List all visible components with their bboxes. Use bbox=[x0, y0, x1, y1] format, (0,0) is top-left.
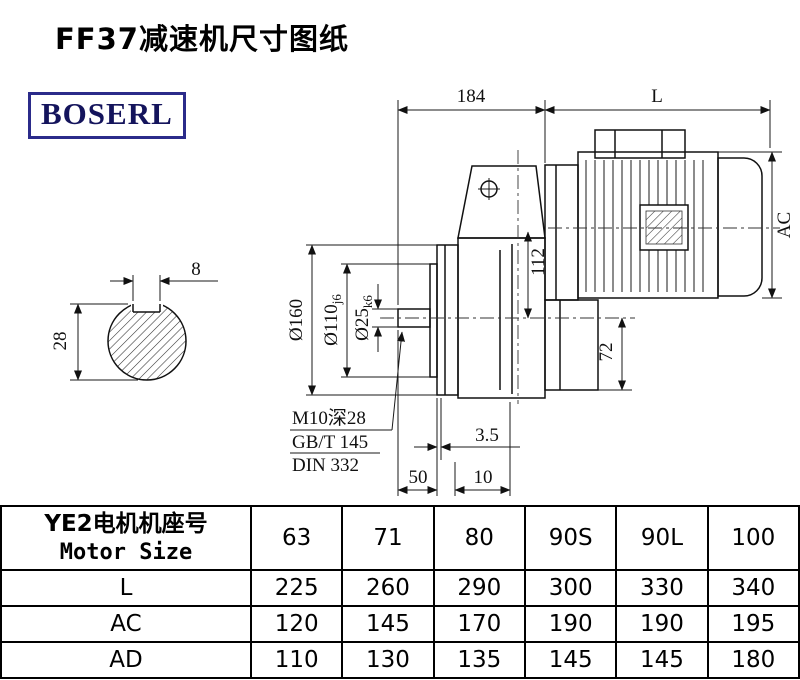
ac-value-1: 145 bbox=[341, 605, 435, 643]
height-dimension-lines bbox=[524, 151, 782, 391]
gearbox bbox=[457, 150, 599, 404]
row-label-ad: AD bbox=[0, 641, 252, 679]
motor-size-label-zh: YE2电机机座号 bbox=[44, 510, 208, 537]
ad-value-2: 135 bbox=[432, 641, 526, 679]
spec-table-wrap: YE2电机机座号 Motor Size 63 71 80 90S 90L 100… bbox=[0, 505, 800, 679]
shaft-notes: M10深28 GB/T 145 DIN 332 bbox=[290, 331, 406, 476]
ac-value-5: 195 bbox=[706, 605, 800, 643]
size-col-80: 80 bbox=[432, 505, 526, 571]
table-row-ad: AD 110 130 135 145 145 180 bbox=[0, 641, 800, 679]
note-din332: DIN 332 bbox=[292, 455, 359, 476]
motor-size-label-en: Motor Size bbox=[59, 539, 193, 565]
ad-value-3: 145 bbox=[523, 641, 618, 679]
dim-label-ac: AC bbox=[774, 212, 795, 238]
size-col-100: 100 bbox=[706, 505, 800, 571]
ac-value-3: 190 bbox=[523, 605, 618, 643]
dimension-drawing: 184 L bbox=[50, 86, 795, 496]
dim-label-l: L bbox=[651, 86, 663, 107]
l-value-2: 290 bbox=[432, 569, 526, 607]
ad-value-1: 130 bbox=[341, 641, 435, 679]
table-row-ac: AC 120 145 170 190 190 195 bbox=[0, 605, 800, 643]
dim-label-dia110: Ø110j6 bbox=[321, 294, 344, 346]
flange-shaft bbox=[380, 244, 635, 396]
ac-value-4: 190 bbox=[615, 605, 709, 643]
dim-label-3-5: 3.5 bbox=[475, 425, 499, 446]
size-col-63: 63 bbox=[249, 505, 344, 571]
bolt-cross bbox=[478, 178, 500, 200]
dim-label-184: 184 bbox=[457, 86, 486, 107]
table-row-l: L 225 260 290 300 330 340 bbox=[0, 569, 800, 607]
note-gbt145: GB/T 145 bbox=[292, 432, 368, 453]
dim-label-10: 10 bbox=[474, 467, 493, 488]
dim-label-dia25: Ø25k6 bbox=[352, 295, 375, 341]
row-label-l: L bbox=[0, 569, 252, 607]
size-col-71: 71 bbox=[341, 505, 435, 571]
shaft-section-circle bbox=[107, 301, 187, 381]
keyway-slot bbox=[132, 304, 161, 313]
motor-size-header-cell: YE2电机机座号 Motor Size bbox=[0, 505, 252, 571]
top-dimension-lines bbox=[397, 100, 771, 305]
brand-logo: BOSERL bbox=[28, 92, 186, 139]
dim-label-72: 72 bbox=[596, 343, 617, 362]
shaft-section-view: 8 28 bbox=[50, 259, 218, 381]
motor-nameplate-hatch bbox=[645, 210, 683, 245]
dim-label-8: 8 bbox=[191, 259, 201, 280]
l-value-5: 340 bbox=[706, 569, 800, 607]
bottom-dimension-lines bbox=[397, 330, 520, 496]
l-value-1: 260 bbox=[341, 569, 435, 607]
diameter-dimension-lines bbox=[306, 244, 437, 396]
dim-label-50: 50 bbox=[409, 467, 428, 488]
ac-value-2: 170 bbox=[432, 605, 526, 643]
dim-label-28: 28 bbox=[50, 332, 71, 351]
dim-label-dia160: Ø160 bbox=[286, 299, 307, 341]
motor bbox=[544, 129, 780, 301]
ad-value-0: 110 bbox=[249, 641, 344, 679]
size-col-90l: 90L bbox=[615, 505, 709, 571]
row-label-ac: AC bbox=[0, 605, 252, 643]
page-title: FF37减速机尺寸图纸 bbox=[55, 22, 349, 56]
l-value-0: 225 bbox=[249, 569, 344, 607]
l-value-3: 300 bbox=[523, 569, 618, 607]
l-value-4: 330 bbox=[615, 569, 709, 607]
ad-value-4: 145 bbox=[615, 641, 709, 679]
ad-value-5: 180 bbox=[706, 641, 800, 679]
dim-label-112: 112 bbox=[528, 248, 549, 276]
motor-size-table: YE2电机机座号 Motor Size 63 71 80 90S 90L 100… bbox=[0, 505, 800, 679]
ac-value-0: 120 bbox=[249, 605, 344, 643]
size-col-90s: 90S bbox=[523, 505, 618, 571]
note-m10: M10深28 bbox=[292, 407, 366, 429]
table-header-row: YE2电机机座号 Motor Size 63 71 80 90S 90L 100 bbox=[0, 505, 800, 571]
